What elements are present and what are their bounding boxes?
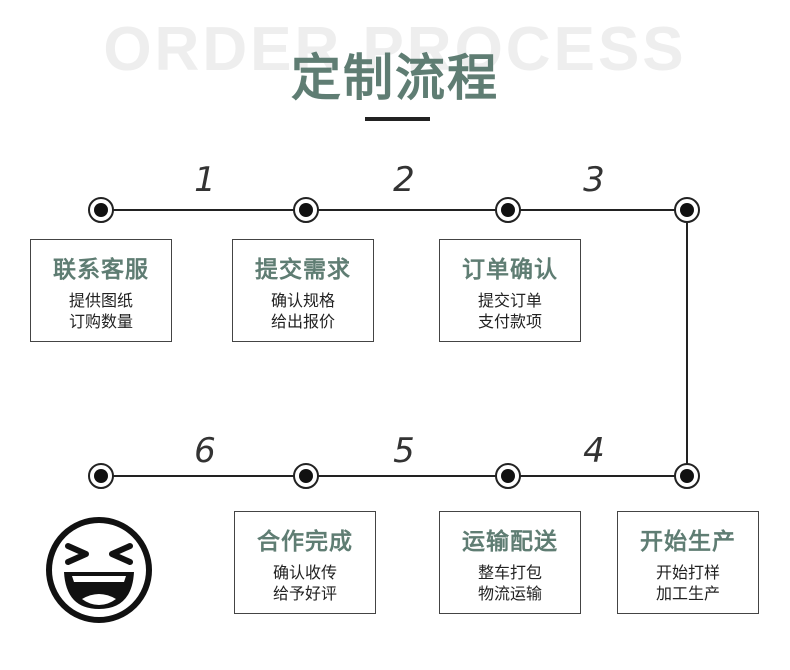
card-description: 整车打包 物流运输 — [440, 562, 580, 604]
card-desc-line: 提供图纸 — [68, 291, 133, 310]
title-underline — [365, 117, 430, 121]
card-desc-line: 给出报价 — [270, 312, 335, 331]
card-description: 提交订单 支付款项 — [440, 290, 580, 332]
step-card-contact: 联系客服 提供图纸 订购数量 — [30, 239, 172, 342]
card-desc-line: 物流运输 — [477, 584, 542, 603]
card-desc-line: 确认规格 — [270, 291, 335, 310]
card-description: 确认收传 给予好评 — [235, 562, 375, 604]
background-watermark-text: ORDER PROCESS — [103, 15, 687, 84]
process-node — [674, 463, 700, 489]
process-node — [88, 463, 114, 489]
step-card-submit: 提交需求 确认规格 给出报价 — [232, 239, 374, 342]
step-card-confirm: 订单确认 提交订单 支付款项 — [439, 239, 581, 342]
process-node — [293, 463, 319, 489]
card-description: 提供图纸 订购数量 — [31, 290, 171, 332]
card-desc-line: 开始打样 — [655, 563, 720, 582]
card-title: 订单确认 — [462, 257, 558, 283]
step-number-2: 2 — [393, 160, 415, 200]
card-description: 开始打样 加工生产 — [618, 562, 758, 604]
card-desc-line: 订购数量 — [68, 312, 133, 331]
card-desc-line: 整车打包 — [477, 563, 542, 582]
connector-top — [101, 209, 687, 211]
card-title: 开始生产 — [640, 529, 736, 555]
laughing-face-icon — [46, 517, 152, 623]
connector-right — [686, 210, 688, 476]
step-number-3: 3 — [583, 160, 605, 200]
step-card-delivery: 运输配送 整车打包 物流运输 — [439, 511, 581, 614]
card-title: 合作完成 — [257, 529, 353, 555]
card-desc-line: 给予好评 — [272, 584, 337, 603]
process-node — [293, 197, 319, 223]
step-card-production: 开始生产 开始打样 加工生产 — [617, 511, 759, 614]
card-desc-line: 确认收传 — [272, 563, 337, 582]
card-description: 确认规格 给出报价 — [233, 290, 373, 332]
card-title: 运输配送 — [462, 529, 558, 555]
card-title: 联系客服 — [53, 257, 149, 283]
process-node — [674, 197, 700, 223]
step-card-complete: 合作完成 确认收传 给予好评 — [234, 511, 376, 614]
step-number-5: 5 — [393, 431, 415, 471]
card-desc-line: 提交订单 — [477, 291, 542, 310]
process-node — [88, 197, 114, 223]
process-node — [495, 197, 521, 223]
card-desc-line: 加工生产 — [655, 584, 720, 603]
connector-bottom — [101, 475, 687, 477]
step-number-6: 6 — [194, 431, 216, 471]
step-number-1: 1 — [194, 160, 216, 200]
card-desc-line: 支付款项 — [477, 312, 542, 331]
step-number-4: 4 — [583, 431, 605, 471]
card-title: 提交需求 — [255, 257, 351, 283]
process-node — [495, 463, 521, 489]
page-title: 定制流程 — [291, 49, 499, 107]
